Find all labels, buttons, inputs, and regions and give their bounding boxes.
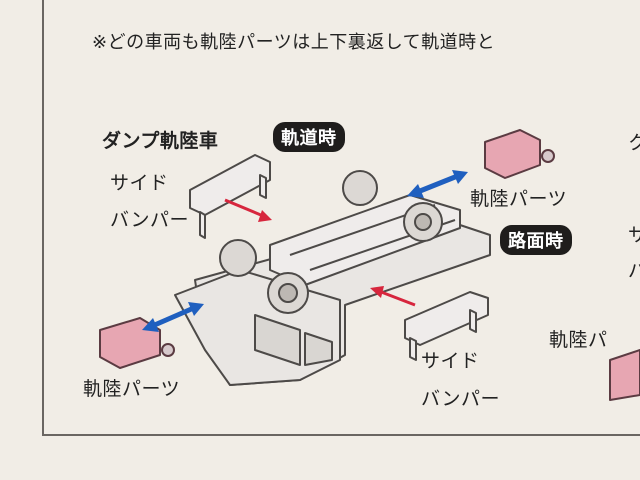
rail-part-bottom (99, 317, 175, 369)
diagram-frame (42, 0, 640, 436)
cab-window-1 (254, 314, 301, 366)
side-bumper-label-left-line1: サイド (110, 172, 169, 194)
side-bumper-right-drawing (404, 291, 489, 361)
red-arrow-left (224, 198, 272, 222)
side-bumper-label-left-line2: バンパー (110, 209, 189, 231)
rail-part-top (484, 129, 555, 179)
cutoff-text-2: サ (628, 224, 640, 246)
rail-part-label-bottom: 軌陸パーツ (83, 378, 181, 400)
side-bumper-label-right-line2: バンパー (421, 388, 500, 410)
front-wheel-hub (278, 283, 298, 303)
dump-truck-drawing (174, 170, 491, 386)
blue-double-arrow-bottom (142, 302, 204, 332)
side-bumper-label-right-line1: サイド (421, 350, 480, 372)
cutoff-text-1: ク (628, 132, 640, 154)
road-mode-badge: 路面時 (500, 225, 572, 255)
front-top-wheel (219, 239, 257, 277)
cab-window-2 (304, 332, 333, 366)
rail-part-label-right: 軌陸パ (549, 329, 608, 351)
side-bumper-left-drawing (189, 154, 271, 239)
blue-double-arrow-top (407, 170, 468, 198)
rear-wheel-hub (414, 213, 432, 231)
section-title: ダンプ軌陸車 (102, 130, 219, 152)
cutoff-text-3: バ (628, 260, 640, 282)
rear-top-wheel (342, 170, 378, 206)
instruction-note: ※どの車両も軌陸パーツは上下裏返して軌道時と (92, 32, 496, 53)
red-arrow-right (370, 286, 416, 307)
rail-mode-badge: 軌道時 (273, 122, 345, 152)
rail-part-right (609, 349, 640, 401)
rail-part-label-top: 軌陸パーツ (470, 188, 568, 210)
